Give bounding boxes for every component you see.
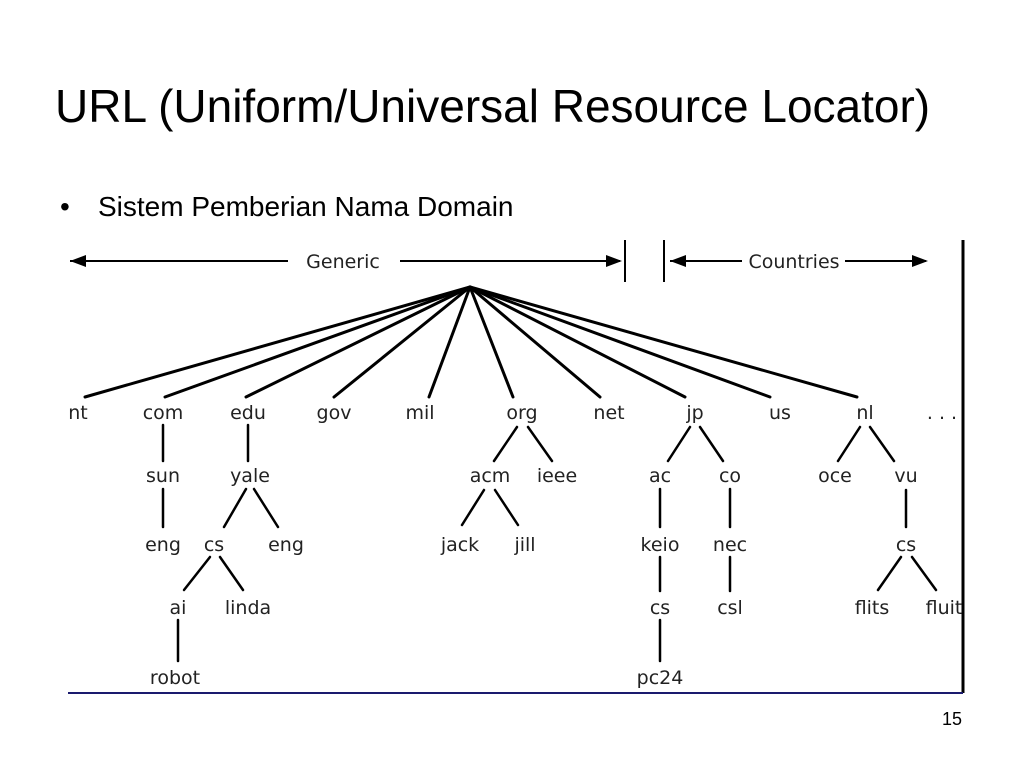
- edge-nl-oce: [836, 425, 862, 463]
- edge-root-jp: [468, 285, 687, 399]
- edge-root-us: [468, 285, 772, 399]
- node-cs: cs: [204, 534, 224, 556]
- node-fluit: fluit: [926, 597, 963, 619]
- generic-label: Generic: [306, 251, 380, 273]
- edge-cs-linda: [218, 555, 245, 592]
- edge-jp-co: [698, 425, 725, 463]
- arrow-right-head: [606, 255, 622, 267]
- edge-org-ieee: [526, 425, 554, 463]
- tld-row: nt com edu gov mil org net jp us nl . . …: [68, 402, 957, 424]
- node-co: co: [719, 465, 741, 487]
- edge-acm-jill: [493, 488, 520, 527]
- edge-jp-ac: [666, 425, 692, 463]
- slide-number: 15: [941, 709, 962, 729]
- edge-root-net: [468, 285, 602, 399]
- edge-yale-eng: [252, 487, 280, 529]
- level-2-nodes: sun yale acm ieee ac co oce vu: [146, 465, 918, 487]
- subtree-edges: [161, 423, 938, 663]
- node-cs: cs: [650, 597, 670, 619]
- node-csl: csl: [717, 597, 743, 619]
- node-vu: vu: [894, 465, 917, 487]
- node-eng: eng: [145, 534, 181, 556]
- edge-root-mil: [427, 285, 472, 399]
- bullet-item: • Sistem Pemberian Nama Domain: [60, 190, 514, 224]
- node-oce: oce: [818, 465, 852, 487]
- edge-root-nt: [83, 285, 472, 399]
- tld-node: org: [506, 402, 537, 424]
- level-4-nodes: ai linda cs csl flits fluit: [170, 597, 963, 619]
- node-flits: flits: [855, 597, 890, 619]
- tld-node: jp: [685, 402, 703, 424]
- node-nec: nec: [713, 534, 747, 556]
- node-ieee: ieee: [537, 465, 577, 487]
- edge-root-com: [163, 285, 472, 399]
- node-ac: ac: [649, 465, 671, 487]
- node-yale: yale: [230, 465, 270, 487]
- arrow-left-head: [70, 255, 86, 267]
- edge-root-org: [468, 285, 515, 399]
- root-edges: [83, 285, 859, 399]
- node-jill: jill: [513, 534, 535, 556]
- countries-label: Countries: [748, 251, 839, 273]
- node-cs: cs: [896, 534, 916, 556]
- bullet-text: Sistem Pemberian Nama Domain: [98, 191, 514, 222]
- tld-node: net: [593, 402, 624, 424]
- node-keio: keio: [641, 534, 680, 556]
- generic-span-arrow: Generic: [70, 251, 622, 273]
- domain-tree-diagram: Generic Countries: [68, 240, 965, 694]
- tld-node: gov: [317, 402, 352, 424]
- tld-node: mil: [405, 402, 434, 424]
- edge-root-edu: [244, 285, 472, 399]
- node-eng: eng: [268, 534, 304, 556]
- edge-root-gov: [332, 285, 472, 399]
- arrow-left-head: [670, 255, 686, 267]
- node-robot: robot: [150, 667, 200, 689]
- level-5-nodes: robot pc24: [150, 667, 683, 689]
- node-ai: ai: [170, 597, 187, 619]
- edge-yale-cs: [222, 487, 248, 529]
- tld-node: us: [769, 402, 791, 424]
- node-acm: acm: [470, 465, 511, 487]
- arrow-right-head: [912, 255, 928, 267]
- countries-span-arrow: Countries: [670, 251, 928, 273]
- tld-node: com: [143, 402, 184, 424]
- slide-title: URL (Uniform/Universal Resource Locator): [55, 80, 931, 132]
- tld-node: nl: [856, 402, 873, 424]
- node-pc24: pc24: [637, 667, 684, 689]
- edge-cs-ai: [182, 555, 212, 592]
- node-sun: sun: [146, 465, 180, 487]
- node-linda: linda: [225, 597, 271, 619]
- edge-acm-jack: [460, 488, 486, 527]
- edge-nl-vu: [868, 425, 896, 463]
- edge-cs-fluit: [910, 555, 938, 592]
- ellipsis: . . .: [927, 402, 957, 424]
- tld-node: nt: [68, 402, 88, 424]
- level-3-nodes: eng cs eng jack jill keio nec cs: [145, 534, 916, 556]
- bullet-symbol: •: [60, 191, 70, 222]
- edge-root-nl: [468, 285, 859, 399]
- edge-org-acm: [492, 425, 519, 463]
- node-jack: jack: [440, 534, 479, 556]
- edge-cs-flits: [876, 555, 903, 592]
- tld-node: edu: [230, 402, 266, 424]
